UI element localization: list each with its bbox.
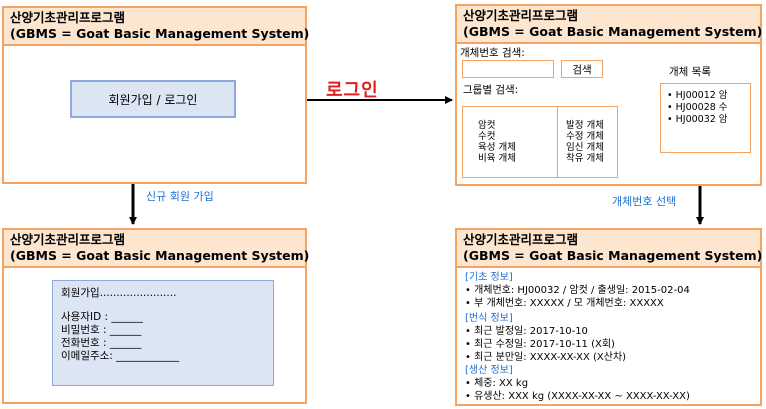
signup-field-phone[interactable]: 전화번호 : ______	[61, 337, 142, 349]
login-signup-label: 회원가입 / 로그인	[108, 92, 198, 107]
filter-estrus[interactable]: 발정 개체	[566, 120, 604, 131]
login-panel: 산양기초관리프로그램 (GBMS = Goat Basic Management…	[2, 6, 310, 184]
app-subtitle: (GBMS = Goat Basic Management System)	[10, 26, 310, 41]
signup-panel: 산양기초관리프로그램 (GBMS = Goat Basic Management…	[2, 228, 310, 404]
app-subtitle: (GBMS = Goat Basic Management System)	[463, 24, 763, 39]
group-search-label: 그룹별 검색:	[463, 84, 519, 96]
animal-list-item[interactable]: • HJ00012 암	[667, 90, 728, 101]
detail-content: [기초 정보] • 개체번호: HJ00032 / 암컷 / 출생일: 2015…	[465, 272, 756, 403]
filter-pregnant[interactable]: 임신 개체	[566, 142, 604, 153]
filter-inseminated[interactable]: 수정 개체	[566, 131, 604, 142]
animal-list: • HJ00012 암 • HJ00028 수 • HJ00032 암	[660, 83, 751, 153]
breeding-info-line: • 최근 발정일: 2017-10-10	[465, 326, 588, 337]
production-info-line: • 체중: XX kg	[465, 378, 529, 389]
group-filter-right: 발정 개체 수정 개체 임신 개체 착유 개체	[557, 106, 618, 178]
filter-milking[interactable]: 착유 개체	[566, 153, 604, 164]
select-flow-label: 개체번호 선택	[612, 195, 677, 208]
animal-list-item[interactable]: • HJ00032 암	[667, 114, 728, 125]
search-button-label: 검색	[572, 63, 592, 76]
production-info-line: • 유생산: XXX kg (XXXX-XX-XX ~ XXXX-XX-XX)	[465, 391, 690, 402]
signup-heading: 회원가입.......................	[61, 287, 177, 299]
detail-panel: 산양기초관리프로그램 (GBMS = Goat Basic Management…	[455, 228, 762, 406]
basic-info-line: • 개체번호: HJ00032 / 암컷 / 출생일: 2015-02-04	[465, 285, 690, 296]
basic-info-label: [기초 정보]	[465, 272, 513, 283]
app-subtitle: (GBMS = Goat Basic Management System)	[10, 248, 310, 263]
id-search-label: 개체번호 검색:	[460, 47, 525, 59]
panel-header: 산양기초관리프로그램 (GBMS = Goat Basic Management…	[457, 230, 763, 268]
search-panel: 산양기초관리프로그램 (GBMS = Goat Basic Management…	[455, 4, 762, 186]
animal-list-item[interactable]: • HJ00028 수	[667, 102, 728, 113]
basic-info-line: • 부 개체번호: XXXXX / 모 개체번호: XXXXX	[465, 298, 664, 309]
app-title: 산양기초관리프로그램	[10, 10, 126, 25]
id-search-input[interactable]	[462, 60, 554, 78]
signup-field-email[interactable]: 이메일주소: ____________	[61, 350, 180, 362]
breeding-info-label: [번식 정보]	[465, 313, 513, 324]
filter-growing[interactable]: 육성 개체	[478, 142, 516, 153]
filter-female[interactable]: 암컷	[478, 120, 496, 131]
signup-field-userid[interactable]: 사용자ID : ______	[61, 311, 143, 323]
breeding-info-line: • 최근 분만일: XXXX-XX-XX (X산차)	[465, 352, 627, 363]
app-title: 산양기초관리프로그램	[463, 8, 579, 23]
login-signup-button[interactable]: 회원가입 / 로그인	[70, 80, 236, 118]
panel-header: 산양기초관리프로그램 (GBMS = Goat Basic Management…	[457, 6, 763, 44]
breeding-info-line: • 최근 수정일: 2017-10-11 (X회)	[465, 339, 615, 350]
app-title: 산양기초관리프로그램	[463, 232, 579, 247]
signup-flow-label: 신규 회원 가입	[146, 190, 214, 203]
production-info-label: [생산 정보]	[465, 365, 513, 376]
panel-header: 산양기초관리프로그램 (GBMS = Goat Basic Management…	[4, 8, 310, 46]
signup-field-password[interactable]: 비밀번호 : ______	[61, 324, 142, 336]
signup-form: 회원가입....................... 사용자ID : ____…	[52, 280, 274, 386]
animal-list-title: 개체 목록	[669, 66, 711, 78]
filter-fattening[interactable]: 비육 개체	[478, 153, 516, 164]
group-filter-left: 암컷 수컷 육성 개체 비육 개체	[462, 106, 558, 178]
search-button[interactable]: 검색	[561, 60, 603, 78]
panel-header: 산양기초관리프로그램 (GBMS = Goat Basic Management…	[4, 230, 310, 268]
filter-male[interactable]: 수컷	[478, 131, 496, 142]
login-flow-label: 로그인	[326, 80, 379, 101]
app-subtitle: (GBMS = Goat Basic Management System)	[463, 248, 763, 263]
app-title: 산양기초관리프로그램	[10, 232, 126, 247]
